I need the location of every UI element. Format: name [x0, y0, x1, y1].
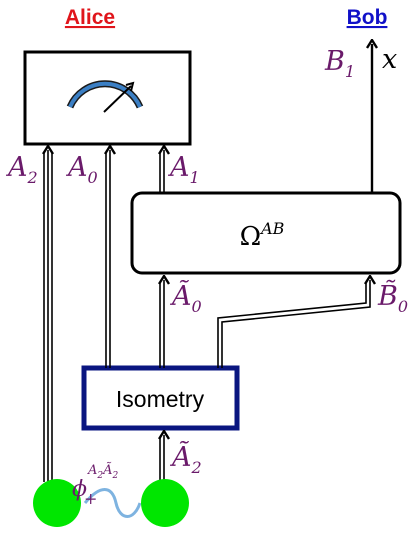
wire-A2-tilde: [160, 435, 164, 482]
wire-B0-tilde: [217, 280, 370, 368]
state-node-right: [141, 479, 189, 527]
state-node-left: [33, 479, 81, 527]
wire-A0-tilde: [160, 280, 164, 368]
isometry-label: Isometry: [116, 386, 205, 412]
meter-dial-icon: [66, 80, 144, 113]
label-A0: A0: [65, 152, 98, 187]
omega-box: [130, 191, 402, 275]
label-A2: A2: [5, 152, 38, 187]
label-A2-tilde: Ã2: [169, 440, 202, 477]
wire-A1: [160, 150, 164, 193]
entanglement-link: [83, 488, 142, 518]
label-x: x: [382, 44, 397, 75]
isometry-box: [81, 365, 240, 431]
bob-header: Bob: [347, 6, 388, 29]
omega-label: ΩAB: [240, 219, 285, 252]
label-A0-tilde: Ã0: [169, 279, 202, 316]
label-phi: ϕ+A2Ã2: [72, 462, 119, 508]
label-A1: A1: [167, 152, 200, 187]
label-B1: B1: [324, 46, 355, 81]
alice-header: Alice: [65, 6, 115, 29]
wire-A2: [44, 150, 52, 482]
label-B0-tilde: B̃0: [377, 279, 408, 316]
measurement-box: [23, 50, 192, 146]
wire-A0: [106, 150, 110, 368]
